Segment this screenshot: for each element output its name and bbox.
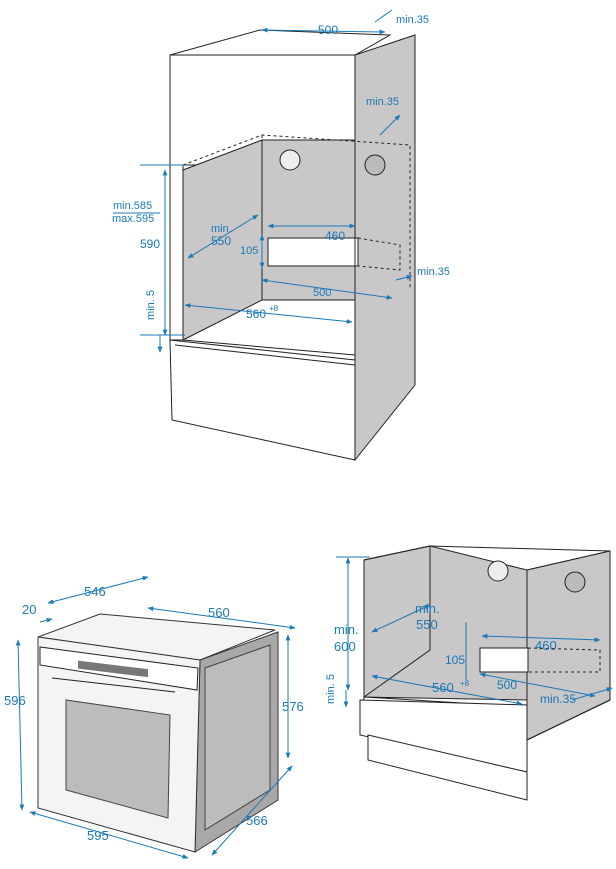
label-500-lower: 500 <box>313 287 331 299</box>
label-560-cab: 560 <box>432 680 454 695</box>
door-handle <box>51 677 176 693</box>
label-min-depth-2: 550 <box>211 234 231 248</box>
dim-line-20 <box>39 617 53 623</box>
dim-line-500-lower <box>261 278 393 300</box>
label-min35-cab: min.35 <box>540 692 576 706</box>
label-460: 460 <box>325 229 345 243</box>
dim-line-min35-right <box>379 114 401 136</box>
vent-slot <box>479 647 529 673</box>
vent-slot-dashed <box>357 237 401 271</box>
cabinet-plinth-base <box>367 734 528 801</box>
label-500-top: 500 <box>318 23 338 37</box>
label-105: 105 <box>240 245 258 257</box>
dim-line-596 <box>15 639 25 811</box>
label-min35-right: min.35 <box>366 96 399 108</box>
label-560: 560 <box>246 307 266 321</box>
vent-hole-icon <box>564 571 586 593</box>
shelf-edge <box>174 344 356 366</box>
label-max595: max.595 <box>112 213 154 225</box>
dim-line-546 <box>47 576 149 604</box>
label-596: 596 <box>4 693 26 708</box>
label-min5: min. 5 <box>145 290 157 320</box>
dim-line-460-cab <box>481 633 601 643</box>
niche-back-wall <box>261 139 356 301</box>
vent-hole-icon <box>487 560 509 582</box>
label-590: 590 <box>140 237 160 251</box>
right-wall-bottom <box>526 699 611 741</box>
label-560-oven: 560 <box>208 605 230 620</box>
dim-line-560 <box>184 303 353 324</box>
oven-diagram: 546 20 560 576 596 595 566 <box>4 576 304 859</box>
base-cabinet-diagram: min. 550 min. 600 460 105 min. 5 560 +8 … <box>325 545 613 801</box>
label-min-height-2: 600 <box>334 639 356 654</box>
vent-slot <box>267 237 359 267</box>
label-576: 576 <box>282 699 304 714</box>
dim-line-560-oven <box>147 606 296 630</box>
lower-body-front <box>169 339 356 461</box>
label-min35-top: min.35 <box>396 14 429 26</box>
dim-line-depth-550-cab <box>371 604 431 633</box>
upper-box-top <box>169 29 392 56</box>
label-min-depth-2: 550 <box>416 617 438 632</box>
label-20: 20 <box>22 602 36 617</box>
dim-line-500-cab <box>479 672 596 698</box>
dim-line-566 <box>211 765 293 856</box>
label-546: 546 <box>84 584 106 599</box>
top-cabinet-diagram: 500 min.35 min.35 min.585 max.595 590 mi… <box>112 9 450 462</box>
label-560-sup-cab: +8 <box>460 679 470 688</box>
dim-line-min35-cab <box>571 687 613 701</box>
vent-hole-icon <box>279 149 301 171</box>
label-560-sup: +8 <box>269 304 279 313</box>
label-min-depth-1: min. <box>415 601 440 616</box>
dim-line-min35-top <box>374 9 393 23</box>
dim-line-min35-lower <box>395 274 413 281</box>
dim-line-595 <box>29 811 189 859</box>
label-105-cab: 105 <box>445 653 465 667</box>
label-595: 595 <box>87 828 109 843</box>
dim-line-500-top <box>261 27 386 35</box>
vent-slot-dashed <box>527 647 601 673</box>
label-min585: min.585 <box>113 200 152 212</box>
niche-dashed-outline <box>182 134 411 290</box>
label-566: 566 <box>246 813 268 828</box>
display-strip <box>78 660 148 678</box>
label-min-height-1: min. <box>334 622 359 637</box>
label-460-cab: 460 <box>535 638 557 653</box>
label-500-cab: 500 <box>497 678 517 692</box>
niche-floor-edge <box>182 339 356 356</box>
label-min-depth-1: min. <box>211 223 232 235</box>
label-min5-cab: min. 5 <box>325 674 337 704</box>
left-frame <box>169 164 184 341</box>
label-min35-lower: min.35 <box>417 266 450 278</box>
vent-hole-icon <box>364 154 386 176</box>
dim-line-depth-550 <box>187 214 259 259</box>
dim-line-560-cab <box>371 674 523 706</box>
